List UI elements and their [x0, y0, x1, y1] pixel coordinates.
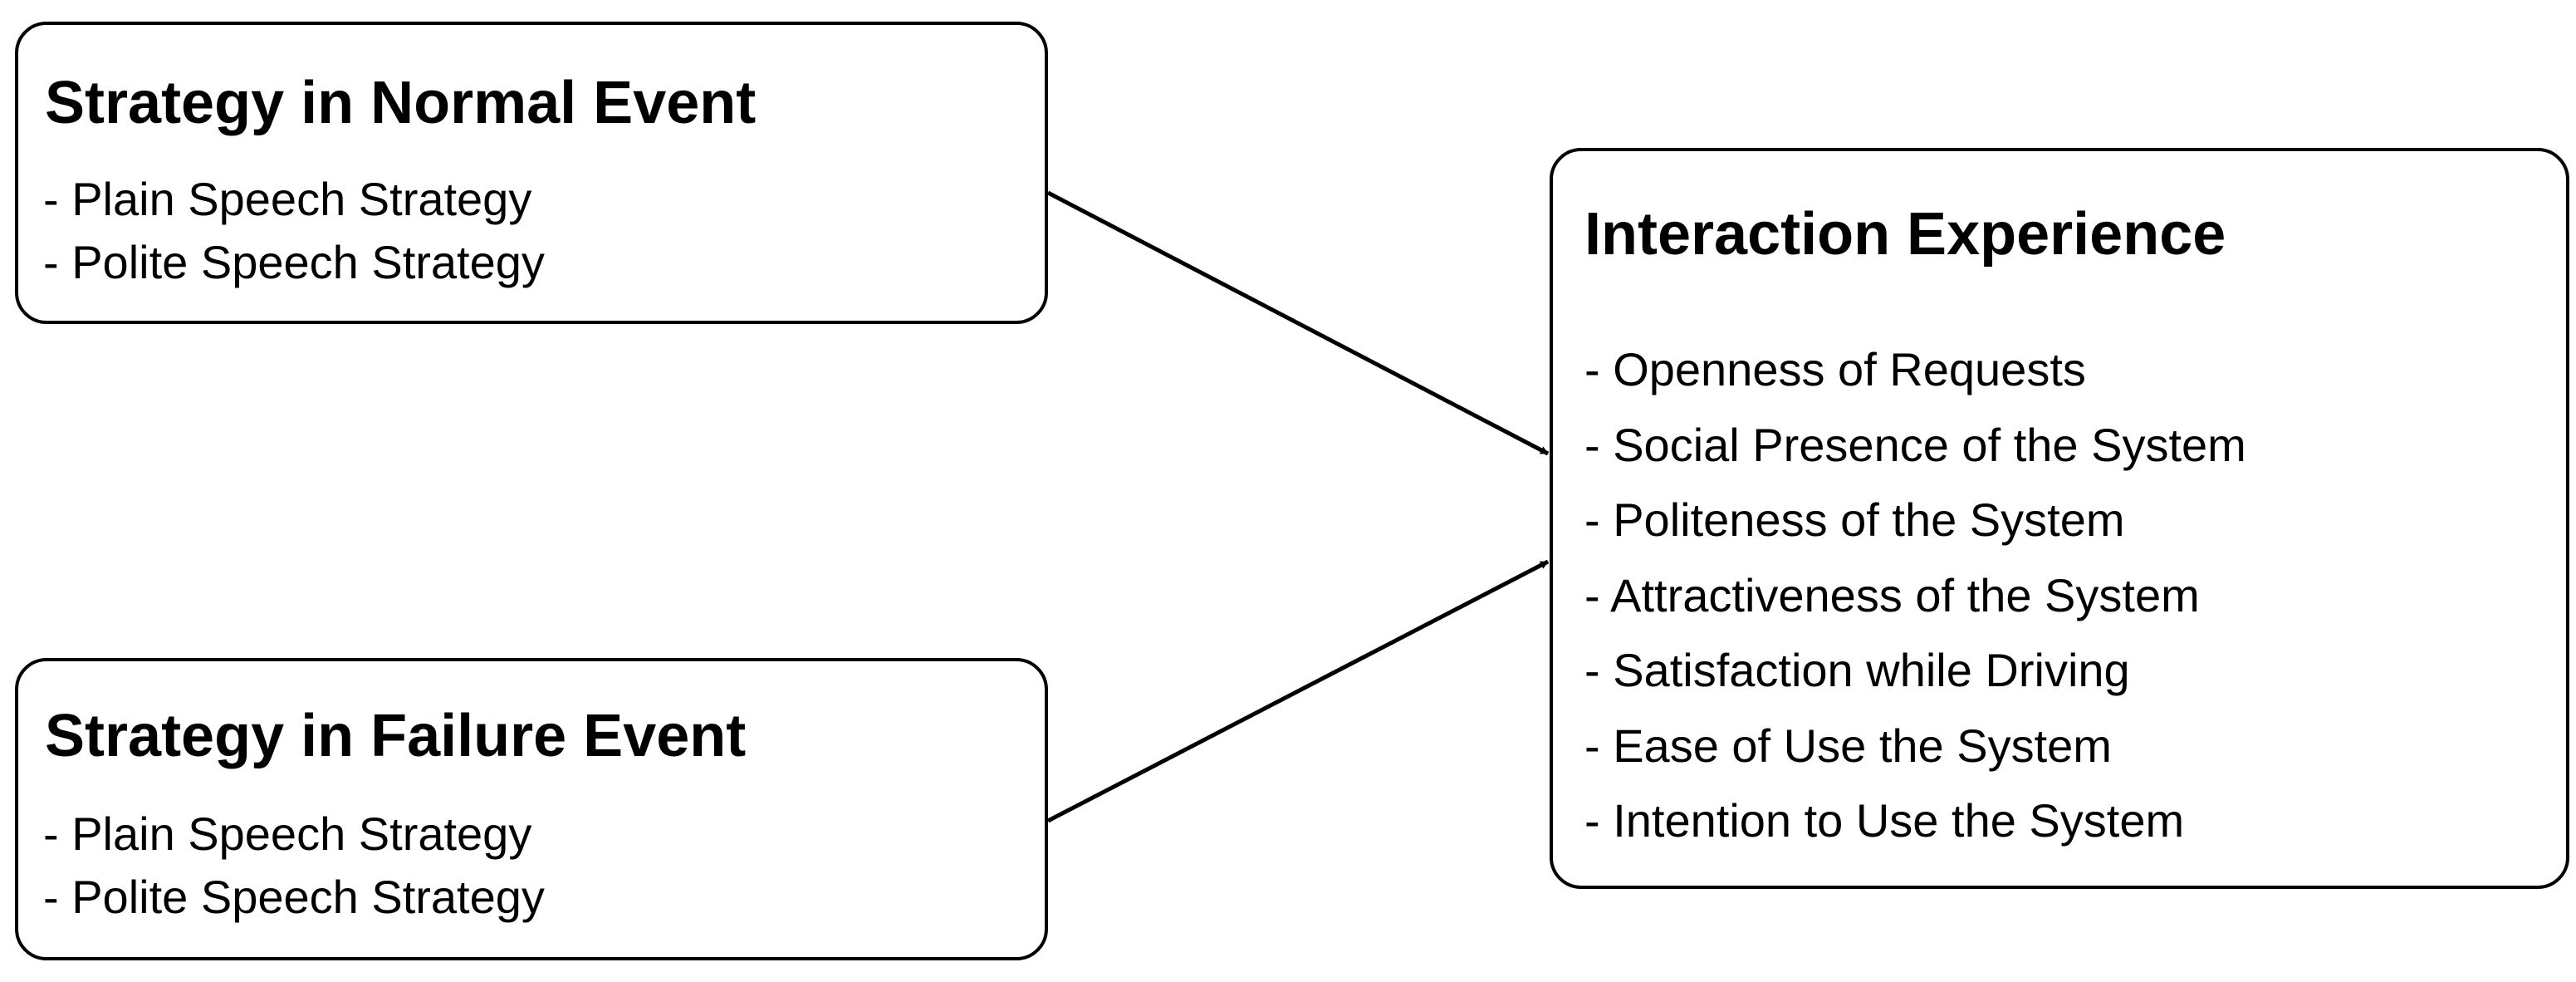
failure-event-item-plain: - Plain Speech Strategy: [43, 808, 532, 860]
experience-item-politeness: - Politeness of the System: [1584, 493, 2125, 546]
interaction-experience-box: Interaction Experience - Openness of Req…: [1550, 148, 2569, 889]
experience-item-intention: - Intention to Use the System: [1584, 794, 2185, 847]
experience-item-satisfaction: - Satisfaction while Driving: [1584, 644, 2130, 696]
normal-event-strategy-box: Strategy in Normal Event - Plain Speech …: [15, 22, 1048, 324]
interaction-experience-title: Interaction Experience: [1584, 201, 2226, 268]
normal-event-strategy-title: Strategy in Normal Event: [45, 70, 757, 136]
failure-event-strategy-box: Strategy in Failure Event - Plain Speech…: [15, 658, 1048, 960]
experience-item-ease-of-use: - Ease of Use the System: [1584, 719, 2112, 772]
arrow-failure-to-experience: [1046, 559, 1550, 823]
arrow-normal-to-experience: [1046, 190, 1550, 456]
experience-item-attractiveness: - Attractiveness of the System: [1584, 568, 2200, 621]
normal-event-strategy-list: - Plain Speech Strategy - Polite Speech …: [43, 168, 545, 294]
experience-item-openness: - Openness of Requests: [1584, 343, 2086, 395]
experience-item-social-presence: - Social Presence of the System: [1584, 418, 2246, 471]
failure-event-strategy-title: Strategy in Failure Event: [45, 703, 747, 769]
normal-event-item-polite: - Polite Speech Strategy: [43, 236, 545, 288]
failure-event-item-polite: - Polite Speech Strategy: [43, 871, 545, 923]
failure-event-strategy-list: - Plain Speech Strategy - Polite Speech …: [43, 803, 545, 929]
normal-event-item-plain: - Plain Speech Strategy: [43, 173, 532, 225]
interaction-experience-list: - Openness of Requests - Social Presence…: [1584, 332, 2246, 859]
